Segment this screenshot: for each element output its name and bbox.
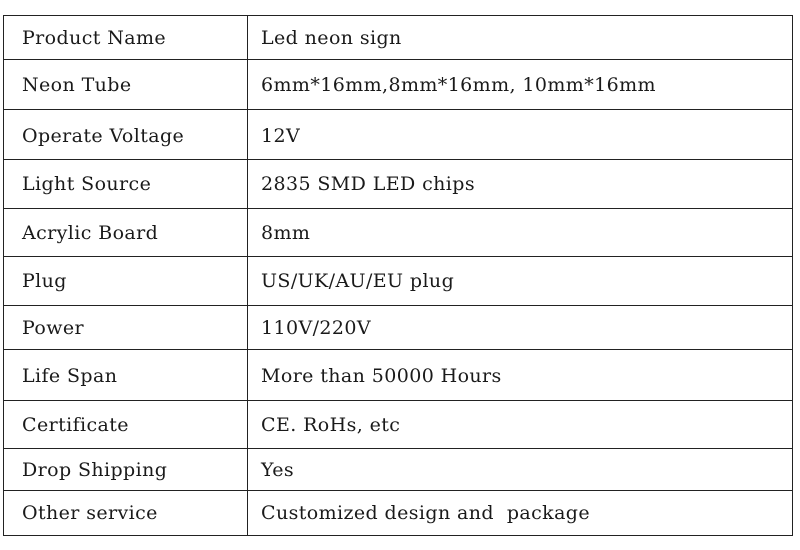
spec-row-operate-voltage: Operate Voltage 12V <box>3 109 793 160</box>
spec-value: 110V/220V <box>247 305 793 350</box>
spec-value: Customized design and package <box>247 490 793 536</box>
spec-value: 6mm*16mm,8mm*16mm, 10mm*16mm <box>247 59 793 110</box>
spec-label: Power <box>3 305 248 350</box>
spec-label: Acrylic Board <box>3 208 248 257</box>
spec-label: Light Source <box>3 159 248 209</box>
spec-row-product-name: Product Name Led neon sign <box>3 15 793 60</box>
spec-label: Plug <box>3 256 248 306</box>
spec-value: More than 50000 Hours <box>247 349 793 401</box>
spec-row-certificate: Certificate CE. RoHs, etc <box>3 400 793 449</box>
spec-row-drop-shipping: Drop Shipping Yes <box>3 448 793 491</box>
spec-label: Product Name <box>3 15 248 60</box>
spec-row-acrylic-board: Acrylic Board 8mm <box>3 208 793 257</box>
spec-row-power: Power 110V/220V <box>3 305 793 350</box>
spec-value: US/UK/AU/EU plug <box>247 256 793 306</box>
spec-row-life-span: Life Span More than 50000 Hours <box>3 349 793 401</box>
spec-value: Yes <box>247 448 793 491</box>
spec-row-neon-tube: Neon Tube 6mm*16mm,8mm*16mm, 10mm*16mm <box>3 59 793 110</box>
spec-label: Drop Shipping <box>3 448 248 491</box>
spec-label: Neon Tube <box>3 59 248 110</box>
spec-label: Other service <box>3 490 248 536</box>
spec-value: 2835 SMD LED chips <box>247 159 793 209</box>
spec-value: 8mm <box>247 208 793 257</box>
spec-row-other-service: Other service Customized design and pack… <box>3 490 793 536</box>
spec-label: Life Span <box>3 349 248 401</box>
spec-row-plug: Plug US/UK/AU/EU plug <box>3 256 793 306</box>
spec-value: Led neon sign <box>247 15 793 60</box>
spec-value: CE. RoHs, etc <box>247 400 793 449</box>
spec-row-light-source: Light Source 2835 SMD LED chips <box>3 159 793 209</box>
spec-value: 12V <box>247 109 793 160</box>
spec-label: Certificate <box>3 400 248 449</box>
spec-label: Operate Voltage <box>3 109 248 160</box>
product-spec-table: Product Name Led neon sign Neon Tube 6mm… <box>3 15 793 536</box>
